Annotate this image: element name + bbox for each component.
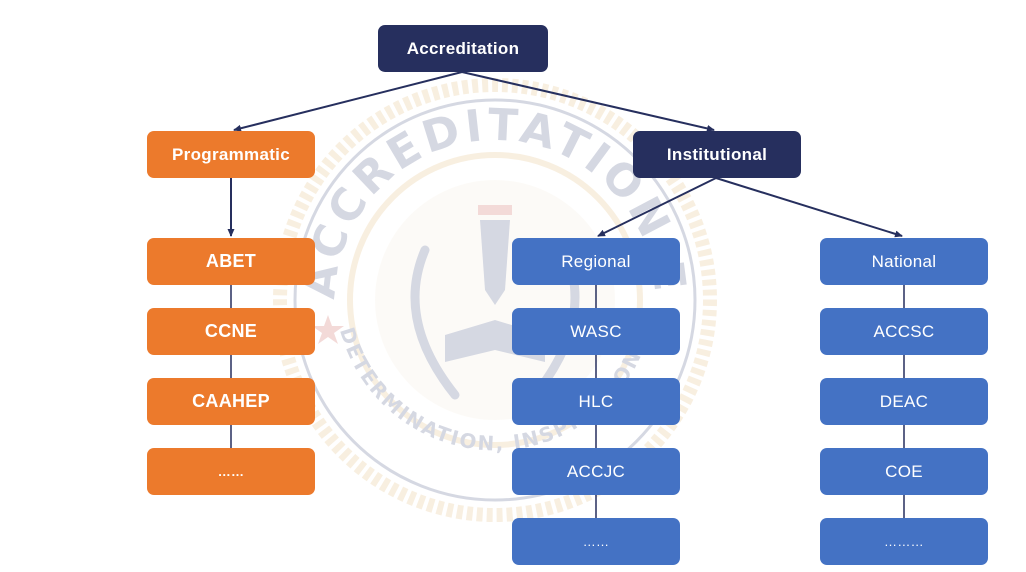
node-accreditation: Accreditation — [378, 25, 548, 72]
node-abet: ABET — [147, 238, 315, 285]
node-national-more: ……… — [820, 518, 988, 565]
node-institutional: Institutional — [633, 131, 801, 178]
node-coe: COE — [820, 448, 988, 495]
node-ccne: CCNE — [147, 308, 315, 355]
node-regional-more: …… — [512, 518, 680, 565]
node-accjc: ACCJC — [512, 448, 680, 495]
link-root-programmatic — [233, 71, 463, 132]
node-caahep: CAAHEP — [147, 378, 315, 425]
link-root-institutional — [461, 71, 715, 132]
node-programmatic: Programmatic — [147, 131, 315, 178]
link-institutional-regional — [597, 177, 717, 237]
node-programmatic-more: …… — [147, 448, 315, 495]
link-institutional-national — [715, 177, 903, 238]
node-national: National — [820, 238, 988, 285]
node-deac: DEAC — [820, 378, 988, 425]
node-hlc: HLC — [512, 378, 680, 425]
node-regional: Regional — [512, 238, 680, 285]
node-wasc: WASC — [512, 308, 680, 355]
node-accsc: ACCSC — [820, 308, 988, 355]
